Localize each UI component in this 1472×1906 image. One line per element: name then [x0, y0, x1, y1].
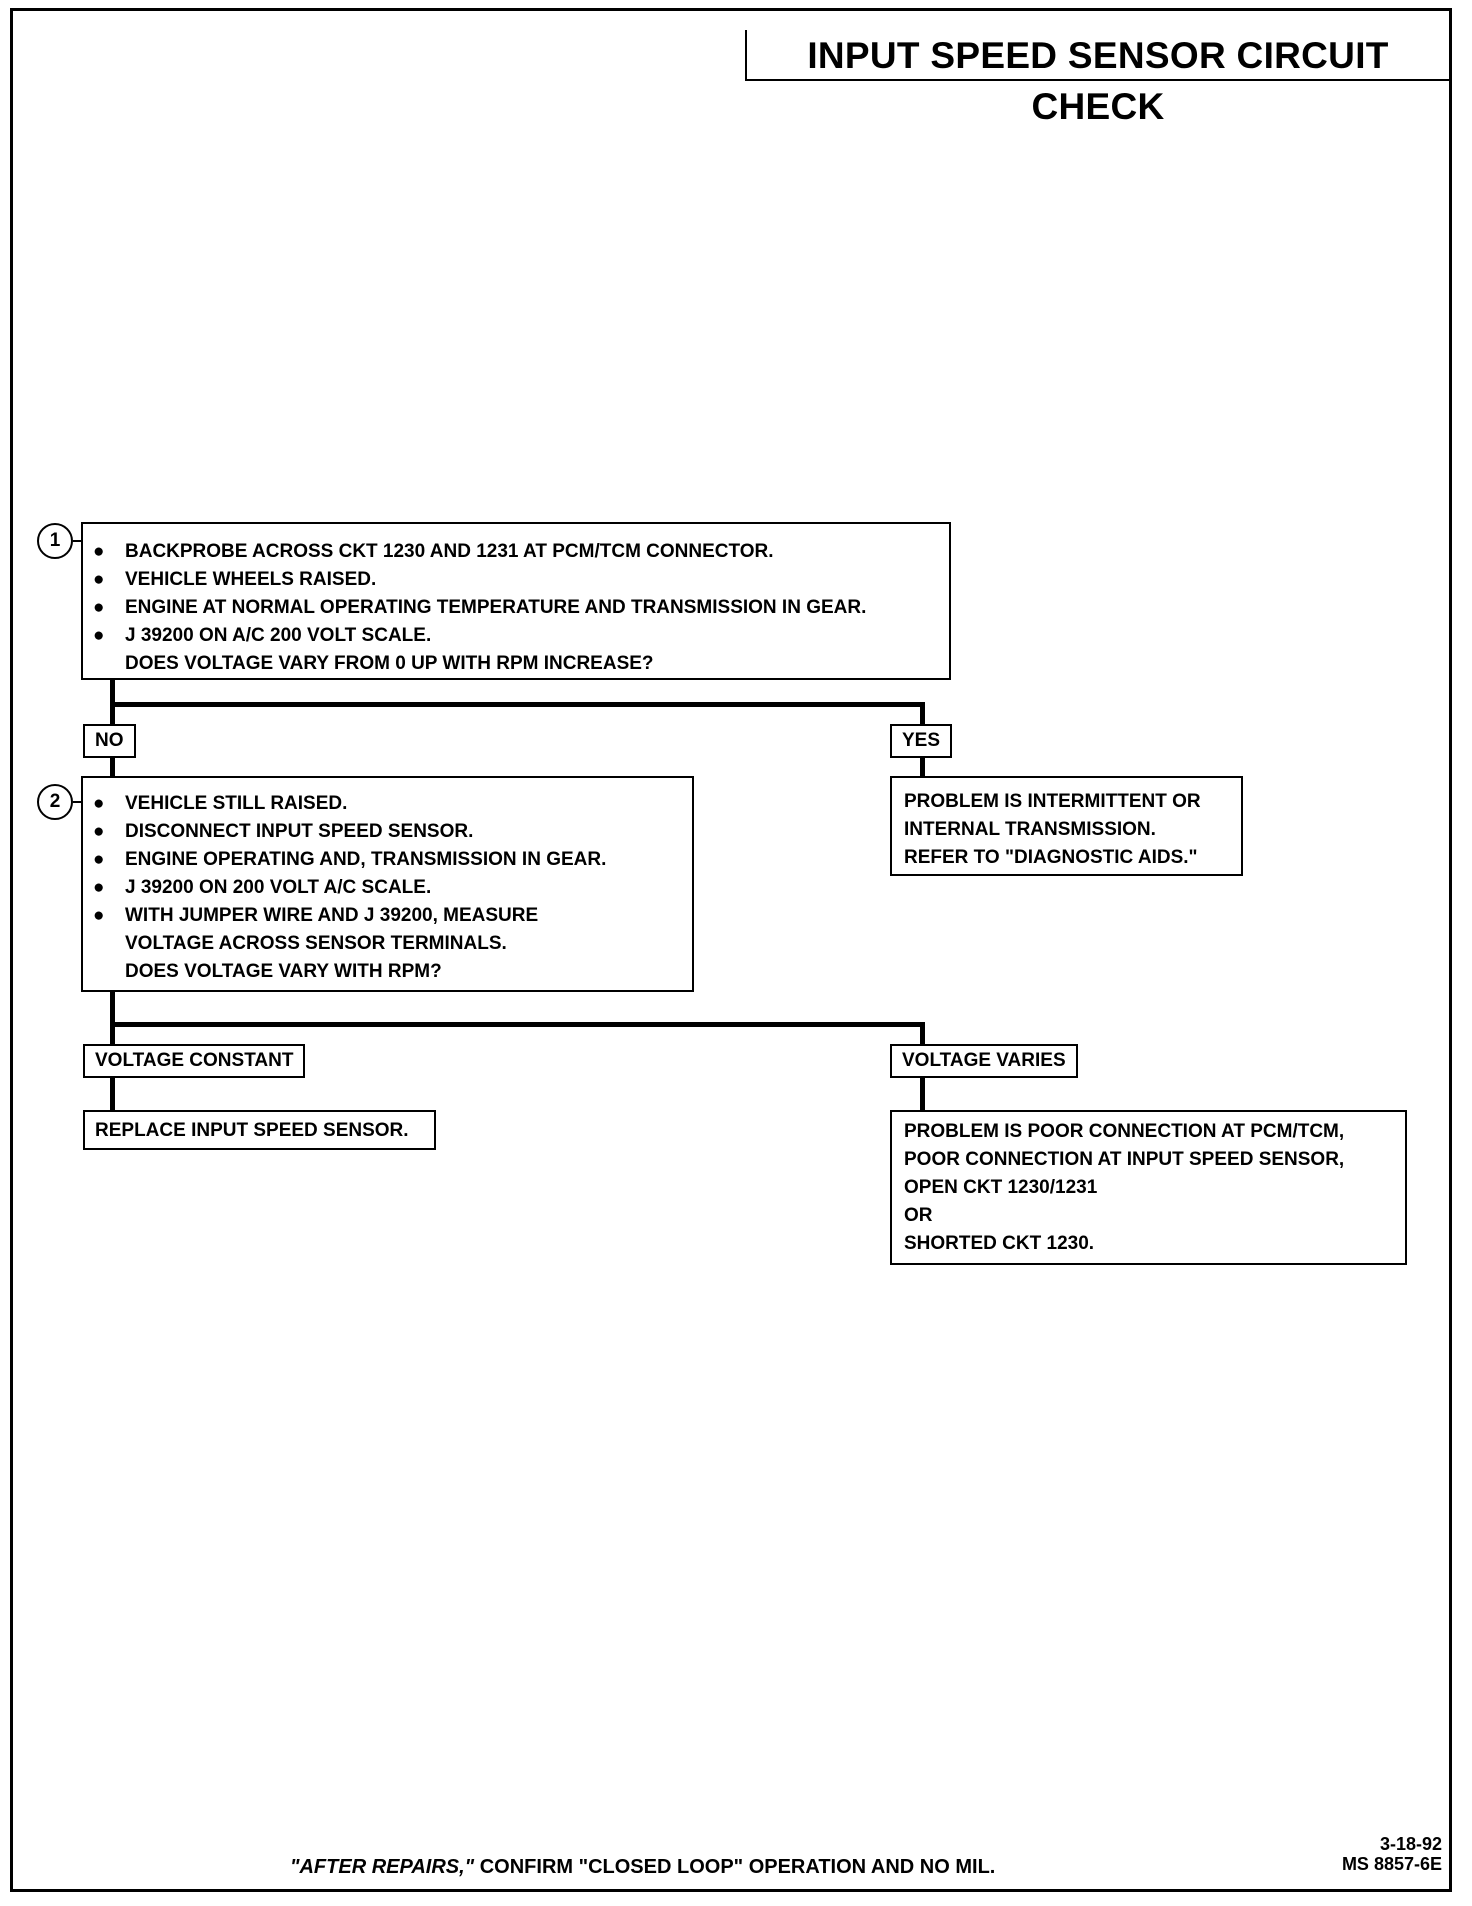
- footer-instruction: CONFIRM "CLOSED LOOP" OPERATION AND NO M…: [474, 1856, 996, 1878]
- bullet-icon: ●: [93, 849, 105, 870]
- varies-result-line: OPEN CKT 1230/1231: [904, 1177, 1098, 1198]
- yes-result-box: PROBLEM IS INTERMITTENT OR INTERNAL TRAN…: [890, 776, 1243, 876]
- step-2-list: ● VEHICLE STILL RAISED. ● DISCONNECT INPUT…: [83, 790, 692, 930]
- step-2-item: ● J 39200 ON 200 VOLT A/C SCALE.: [83, 874, 692, 902]
- branch-1-horizontal: [110, 702, 925, 707]
- yes-result-line: PROBLEM IS INTERMITTENT OR: [904, 791, 1201, 812]
- step-2-item-text: WITH JUMPER WIRE AND J 39200, MEASURE: [125, 905, 539, 926]
- step-1-item: ● BACKPROBE ACROSS CKT 1230 AND 1231 AT P…: [83, 538, 949, 566]
- footer-note: "AFTER REPAIRS," CONFIRM "CLOSED LOOP" O…: [290, 1856, 995, 1879]
- branch-1-trunk: [110, 680, 115, 706]
- branch-2-constant-drop: [110, 1022, 115, 1046]
- document-id: 3-18-92 MS 8857-6E: [1342, 1834, 1442, 1874]
- step-2-item: ● WITH JUMPER WIRE AND J 39200, MEASURE: [83, 902, 692, 930]
- step-2-item-text: VEHICLE STILL RAISED.: [125, 793, 348, 814]
- varies-result-line: SHORTED CKT 1230.: [904, 1233, 1095, 1254]
- varies-result-box: PROBLEM IS POOR CONNECTION AT PCM/TCM, P…: [890, 1110, 1407, 1265]
- step-2-item: ● ENGINE OPERATING AND, TRANSMISSION IN G…: [83, 846, 692, 874]
- bullet-icon: ●: [93, 625, 105, 646]
- yes-to-result-line: [920, 758, 925, 778]
- step-1-item-text: ENGINE AT NORMAL OPERATING TEMPERATURE A…: [125, 597, 867, 618]
- bullet-icon: ●: [93, 905, 105, 926]
- step-1-list: ● BACKPROBE ACROSS CKT 1230 AND 1231 AT P…: [83, 538, 949, 650]
- no-to-step-2-line: [110, 758, 115, 778]
- step-1-box: ● BACKPROBE ACROSS CKT 1230 AND 1231 AT P…: [81, 522, 951, 680]
- document-date: 3-18-92: [1379, 1834, 1442, 1854]
- step-2-item-text: J 39200 ON 200 VOLT A/C SCALE.: [125, 877, 432, 898]
- bullet-icon: ●: [93, 877, 105, 898]
- voltage-constant-label: VOLTAGE CONSTANT: [83, 1044, 306, 1078]
- branch-1-no-drop: [110, 702, 115, 726]
- branch-1-yes-drop: [920, 702, 925, 726]
- step-1-item-text: BACKPROBE ACROSS CKT 1230 AND 1231 AT PC…: [125, 541, 774, 562]
- varies-result-line: PROBLEM IS POOR CONNECTION AT PCM/TCM,: [904, 1121, 1345, 1142]
- step-2-question: DOES VOLTAGE VARY WITH RPM?: [125, 961, 442, 982]
- bullet-icon: ●: [93, 569, 105, 590]
- step-1-item: ● J 39200 ON A/C 200 VOLT SCALE.: [83, 622, 949, 650]
- varies-result-line: OR: [904, 1205, 933, 1226]
- document-number: MS 8857-6E: [1341, 1854, 1442, 1874]
- step-2-item: ● DISCONNECT INPUT SPEED SENSOR.: [83, 818, 692, 846]
- step-1-item-text: J 39200 ON A/C 200 VOLT SCALE.: [125, 625, 432, 646]
- branch-2-varies-drop: [920, 1022, 925, 1046]
- step-1-number: 1: [37, 523, 73, 559]
- step-2-item-text: DISCONNECT INPUT SPEED SENSOR.: [125, 821, 474, 842]
- constant-to-result-line: [110, 1078, 115, 1112]
- bullet-icon: ●: [93, 597, 105, 618]
- step-1-connector: [73, 540, 81, 542]
- branch-2-horizontal: [110, 1022, 925, 1027]
- step-2-item-text: ENGINE OPERATING AND, TRANSMISSION IN GE…: [125, 849, 607, 870]
- yes-result-line: REFER TO "DIAGNOSTIC AIDS.": [904, 847, 1198, 868]
- bullet-icon: ●: [93, 793, 105, 814]
- varies-to-result-line: [920, 1078, 925, 1112]
- branch-2-trunk: [110, 992, 115, 1026]
- bullet-icon: ●: [93, 541, 105, 562]
- footer-after-repairs: "AFTER REPAIRS,": [290, 1856, 475, 1878]
- yes-label: YES: [890, 724, 953, 758]
- bullet-icon: ●: [93, 821, 105, 842]
- constant-result-box: REPLACE INPUT SPEED SENSOR.: [83, 1110, 436, 1150]
- step-1-question: DOES VOLTAGE VARY FROM 0 UP WITH RPM INC…: [125, 653, 654, 674]
- varies-result-line: POOR CONNECTION AT INPUT SPEED SENSOR,: [904, 1149, 1345, 1170]
- no-label: NO: [83, 724, 136, 758]
- step-1-item-text: VEHICLE WHEELS RAISED.: [125, 569, 377, 590]
- step-2-connector: [73, 801, 81, 803]
- step-1-item: ● VEHICLE WHEELS RAISED.: [83, 566, 949, 594]
- page-title: INPUT SPEED SENSOR CIRCUIT CHECK: [745, 30, 1449, 127]
- step-2-box: ● VEHICLE STILL RAISED. ● DISCONNECT INPUT…: [81, 776, 694, 992]
- step-2-item: ● VEHICLE STILL RAISED.: [83, 790, 692, 818]
- page-frame: [10, 8, 1452, 1892]
- voltage-varies-label: VOLTAGE VARIES: [890, 1044, 1078, 1078]
- yes-result-line: INTERNAL TRANSMISSION.: [904, 819, 1156, 840]
- step-2-number: 2: [37, 784, 73, 820]
- step-2-continuation: VOLTAGE ACROSS SENSOR TERMINALS.: [125, 933, 507, 954]
- step-1-item: ● ENGINE AT NORMAL OPERATING TEMPERATURE …: [83, 594, 949, 622]
